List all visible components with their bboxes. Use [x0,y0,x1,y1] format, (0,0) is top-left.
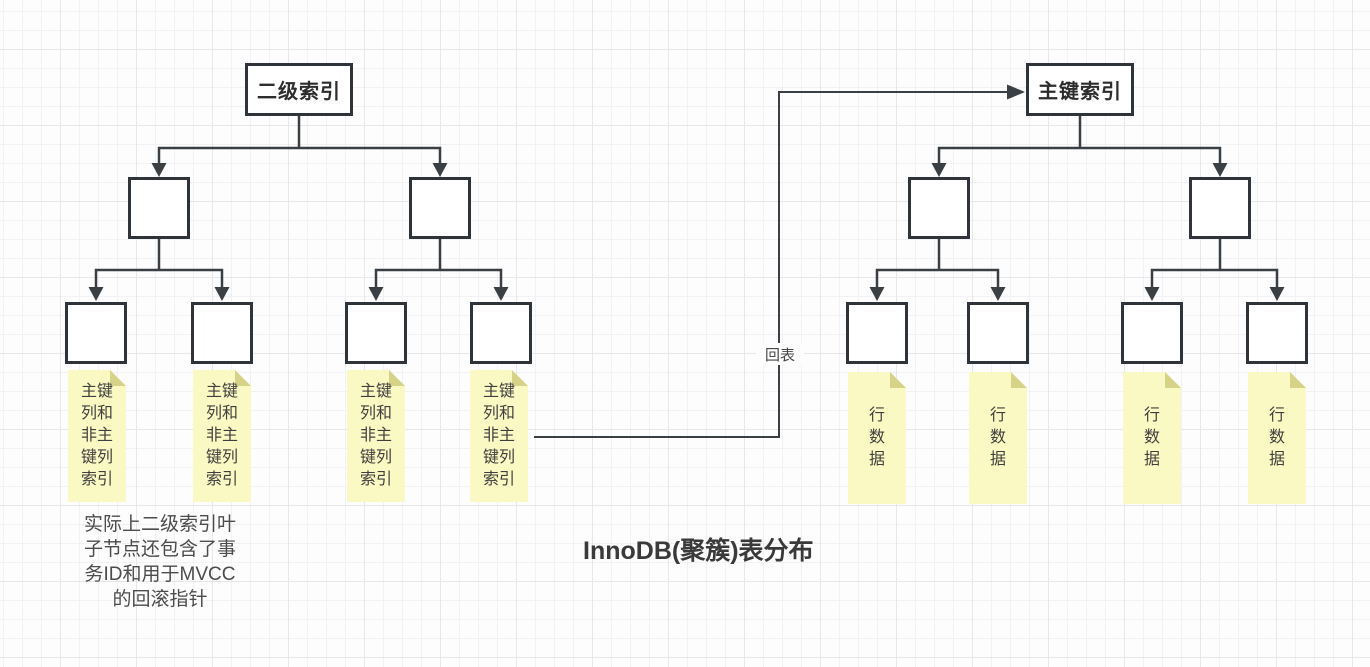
primary-internal-node-1 [908,177,970,239]
arrow-down-icon [368,287,384,301]
secondary-int2-splitter [374,268,503,289]
sticky-note-text: 主键 列和 非主 键列 索引 [205,383,238,488]
secondary-leaf-note-1: 主键 列和 非主 键列 索引 [68,370,126,502]
sticky-note-body [347,370,405,502]
sticky-note-body [193,370,251,502]
sticky-note-text: 主键 列和 非主 键列 索引 [359,383,392,488]
sticky-note-text: 行 数 据 [1268,407,1285,468]
back-to-table-label: 回表 [756,343,804,365]
arrow-down-icon [990,287,1006,301]
secondary-leaf-note-2: 主键 列和 非主 键列 索引 [193,370,251,502]
primary-leaf-node-4 [1246,302,1308,364]
sticky-note-body [1123,372,1181,504]
secondary-internal-node-2 [409,177,471,239]
primary-internal-node-2 [1189,177,1251,239]
secondary-leaf-node-3 [345,302,407,364]
secondary-root-splitter [157,146,442,165]
secondary-leaf-node-2 [191,302,253,364]
arrow-down-icon [1269,287,1285,301]
primary-leaf-note-3: 行 数 据 [1123,372,1181,504]
primary-leaf-node-1 [846,302,908,364]
sticky-note-body [1248,372,1306,504]
arrow-down-icon [151,163,167,177]
secondary-int1-splitter [94,268,224,289]
secondary-index-caption: 实际上二级索引叶 子节点还包含了事 务ID和用于MVCC 的回滚指针 [83,514,236,610]
arrow-down-icon [931,163,947,177]
primary-int2-splitter [1150,268,1279,289]
diagram-title: InnoDB(聚簇)表分布 [583,537,814,565]
secondary-index-root-box: 二级索引 [245,63,353,116]
sticky-note-text: 主键 列和 非主 键列 索引 [80,383,113,488]
sticky-note-body [969,372,1027,504]
arrow-down-icon [88,287,104,301]
primary-index-root-box: 主键索引 [1026,63,1134,116]
primary-index-root-label: 主键索引 [1038,81,1122,103]
primary-leaf-note-4: 行 数 据 [1248,372,1306,504]
primary-leaf-node-2 [967,302,1029,364]
arrow-down-icon [493,287,509,301]
sticky-note-text: 行 数 据 [989,407,1006,468]
sticky-note-body [470,370,528,502]
secondary-index-root-label: 二级索引 [257,81,341,103]
sticky-note-body [848,372,906,504]
sticky-note-text: 行 数 据 [1143,407,1160,468]
primary-int1-splitter [875,268,1000,289]
sticky-note-text: 行 数 据 [868,407,885,468]
secondary-leaf-node-4 [470,302,532,364]
arrow-down-icon [869,287,885,301]
primary-leaf-note-1: 行 数 据 [848,372,906,504]
arrow-down-icon [214,287,230,301]
arrow-down-icon [1212,163,1228,177]
secondary-leaf-note-3: 主键 列和 非主 键列 索引 [347,370,405,502]
primary-leaf-node-3 [1121,302,1183,364]
back-to-table-connector [534,91,1008,438]
secondary-leaf-node-1 [65,302,127,364]
sticky-note-body [68,370,126,502]
secondary-internal-node-1 [128,177,190,239]
arrow-right-icon [1007,84,1025,100]
primary-root-splitter [937,146,1222,165]
secondary-leaf-note-4: 主键 列和 非主 键列 索引 [470,370,528,502]
sticky-note-text: 主键 列和 非主 键列 索引 [482,383,515,488]
arrow-down-icon [432,163,448,177]
primary-leaf-note-2: 行 数 据 [969,372,1027,504]
arrow-down-icon [1144,287,1160,301]
